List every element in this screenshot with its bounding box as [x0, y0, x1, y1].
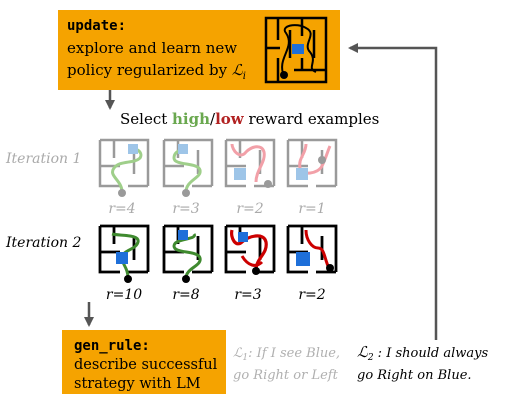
iteration-1-maze-2	[162, 138, 214, 197]
select-suffix: reward examples	[244, 110, 380, 128]
rule-l1-text1: : If I see Blue,	[248, 346, 340, 361]
update-line1: explore and learn new	[67, 39, 237, 57]
iteration-2-reward-3: r=3	[234, 287, 261, 303]
select-low: low	[215, 110, 245, 128]
iteration-1-label: Iteration 1	[5, 151, 81, 167]
update-line2: policy regularized by ℒi	[67, 61, 246, 82]
iteration-2-reward-1: r=10	[106, 287, 142, 303]
rule-l2-symbol: ℒ	[357, 343, 369, 361]
iteration-1-maze-1	[98, 138, 150, 197]
rule-l1-line2: go Right or Left	[233, 368, 339, 383]
gen-rule-box-background	[62, 330, 226, 394]
select-line: Select high/low reward examples	[120, 110, 379, 128]
iteration-2-label: Iteration 2	[5, 235, 81, 251]
iteration-2-maze-4	[286, 224, 338, 274]
gen-rule-line2: strategy with LM	[74, 376, 201, 392]
gen-rule-keyword: gen_rule:	[74, 338, 150, 354]
iteration-1-reward-2: r=3	[172, 201, 199, 217]
update-box: update: explore and learn new policy reg…	[58, 10, 340, 90]
select-slash: /	[210, 110, 216, 128]
iteration-2-maze-3	[224, 224, 276, 275]
gen-rule-line1: describe successful	[74, 357, 218, 373]
rule-l2-line1: ℒ2 : I should always	[357, 343, 488, 363]
rule-l1-symbol: ℒ	[233, 346, 243, 361]
iteration-2-reward-2: r=8	[172, 287, 199, 303]
update-line2-prefix: policy regularized by	[67, 61, 232, 79]
iteration-2-maze-2	[162, 224, 214, 283]
rule-l1-line1: ℒ1: If I see Blue,	[233, 346, 340, 363]
rule-l2-line2: go Right on Blue.	[357, 368, 472, 383]
update-symbol-sub: i	[243, 71, 246, 82]
iteration-2-maze-1	[98, 224, 150, 283]
iteration-1-reward-1: r=4	[108, 201, 135, 217]
iteration-1-reward-4: r=1	[298, 201, 325, 217]
update-symbol: ℒ	[232, 61, 244, 79]
update-keyword: update:	[67, 18, 126, 34]
arrow-icon-feedback	[348, 43, 438, 340]
rule-l2-text1: : I should always	[374, 346, 489, 361]
rule-l2-sub: 2	[367, 353, 374, 363]
iteration-1-maze-3	[224, 138, 276, 188]
iteration-1-reward-3: r=2	[236, 201, 263, 217]
maze-icon	[264, 16, 328, 84]
select-prefix: Select	[120, 110, 172, 128]
iteration-1-maze-4	[286, 138, 338, 188]
gen-rule-box: gen_rule: describe successful strategy w…	[62, 330, 226, 394]
iteration-2-reward-4: r=2	[298, 287, 325, 303]
select-high: high	[172, 110, 210, 128]
rule-l1-sub: 1	[242, 353, 248, 363]
